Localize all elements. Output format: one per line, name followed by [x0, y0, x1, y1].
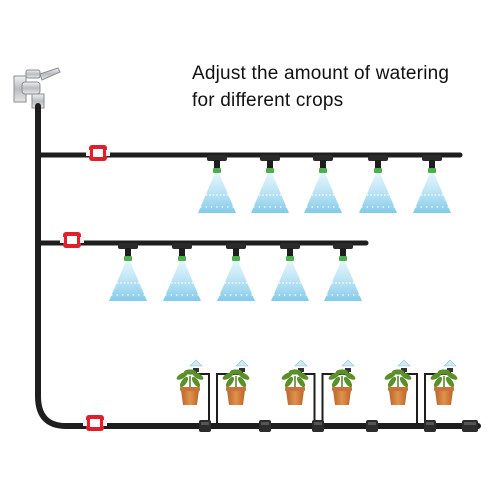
tee-connector	[366, 420, 378, 432]
spray-cone-icon	[163, 261, 201, 301]
spray-cone-icon	[217, 261, 255, 301]
caption-line-1: Adjust the amount of watering	[192, 63, 450, 84]
mist-nozzle-icon	[198, 155, 236, 213]
drip-emitter-icon	[341, 359, 355, 372]
plant-pot-icon	[281, 369, 309, 405]
spray-cone-icon	[198, 173, 236, 213]
plant-pot-icon	[328, 369, 356, 405]
spray-cone-icon	[324, 261, 362, 301]
caption-line-2: for different crops	[192, 90, 344, 111]
tee-connector	[259, 420, 271, 432]
plant-pot-icon	[384, 369, 412, 405]
plant-pot-icon	[430, 369, 458, 405]
valve-icon	[86, 145, 110, 161]
spray-cone-icon	[304, 173, 342, 213]
mist-nozzle-icon	[251, 155, 289, 213]
mist-nozzle-icon	[109, 243, 147, 301]
spray-cone-icon	[413, 173, 451, 213]
spray-cone-icon	[359, 173, 397, 213]
drip-emitter-icon	[443, 359, 457, 372]
spray-cone-icon	[251, 173, 289, 213]
plant-pot-icon	[222, 369, 250, 405]
tee-connector	[312, 420, 324, 432]
tee-connector	[199, 420, 211, 432]
nozzle-row-2	[109, 243, 362, 301]
spray-cone-icon	[271, 261, 309, 301]
drip-emitter-icon	[294, 359, 308, 372]
supply-pipe	[35, 103, 481, 429]
faucet-icon	[13, 67, 61, 109]
plant-pot-icon	[176, 369, 204, 405]
mist-nozzle-icon	[413, 155, 451, 213]
tee-connector	[462, 420, 478, 432]
mist-nozzle-icon	[217, 243, 255, 301]
bottom-line-fittings	[199, 420, 478, 432]
caption: Adjust the amount of watering for differ…	[192, 60, 492, 114]
mist-nozzle-icon	[163, 243, 201, 301]
drip-emitter-icon	[397, 359, 411, 372]
mist-nozzle-icon	[359, 155, 397, 213]
nozzle-row-1	[198, 155, 451, 213]
valve-icon	[83, 415, 107, 431]
mist-nozzle-icon	[304, 155, 342, 213]
spray-cone-icon	[109, 261, 147, 301]
mist-nozzle-icon	[271, 243, 309, 301]
mist-nozzle-icon	[324, 243, 362, 301]
valve-icon	[60, 232, 84, 248]
plant-row	[176, 359, 458, 424]
tee-connector	[424, 420, 436, 432]
drip-emitter-icon	[189, 359, 203, 372]
drip-emitter-icon	[235, 359, 249, 372]
